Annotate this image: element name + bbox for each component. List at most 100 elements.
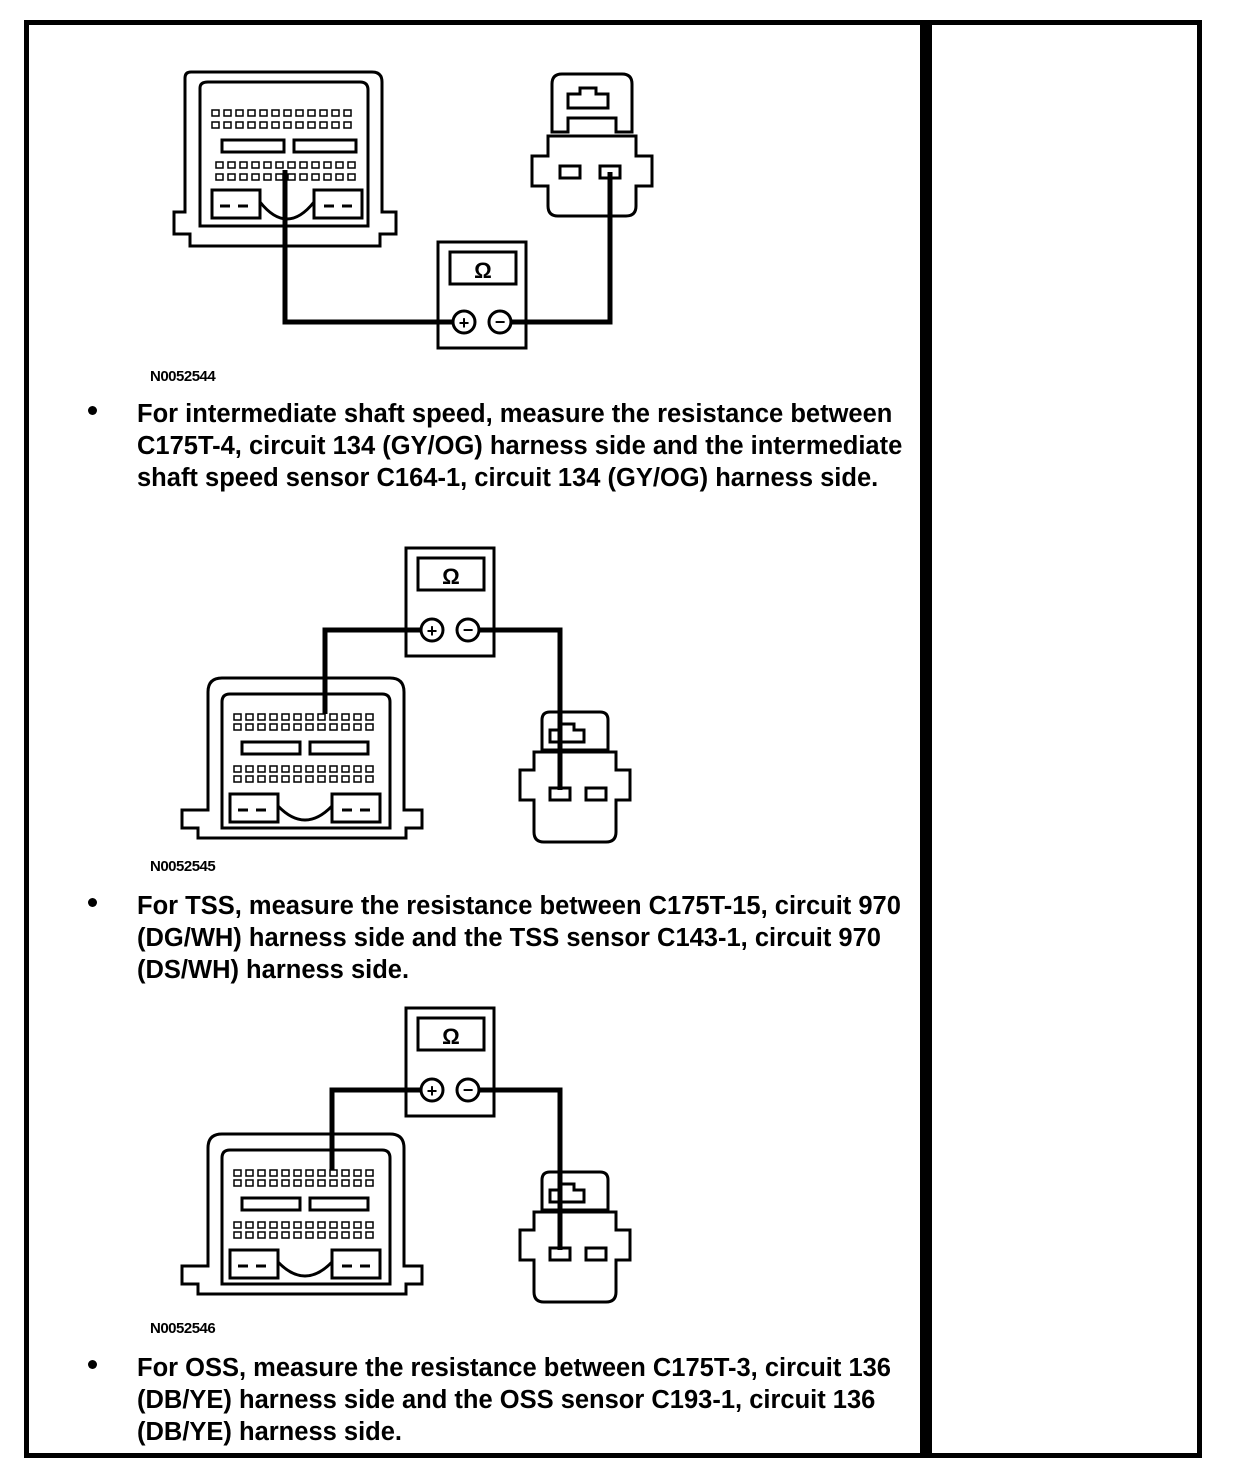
bullet-dot	[88, 406, 97, 415]
connector-pin	[269, 1179, 278, 1187]
connector-pin	[305, 1169, 314, 1177]
connector-pin	[271, 109, 280, 117]
connector-pin	[353, 765, 362, 773]
bullet-dot	[88, 1360, 97, 1369]
connector-pin	[341, 765, 350, 773]
sensor-connector-icon	[518, 710, 632, 844]
connector-pin	[233, 775, 242, 783]
minus-terminal: −	[495, 312, 506, 332]
connector-pin	[275, 173, 284, 181]
connector-pin	[323, 161, 332, 169]
figure-oss-diagram: Ω + −	[170, 1004, 660, 1314]
connector-pin	[233, 723, 242, 731]
connector-pin	[245, 765, 254, 773]
connector-pin	[299, 173, 308, 181]
plus-terminal: +	[427, 1081, 438, 1101]
ohm-symbol: Ω	[442, 1024, 460, 1049]
connector-pin	[233, 765, 242, 773]
connector-pin	[247, 121, 256, 129]
connector-pin	[275, 161, 284, 169]
connector-pin	[305, 775, 314, 783]
connector-pin	[319, 109, 328, 117]
connector-pin	[281, 723, 290, 731]
minus-terminal: −	[463, 1080, 474, 1100]
connector-pin	[305, 1179, 314, 1187]
figure-id: N0052546	[150, 1320, 216, 1337]
connector-pin	[287, 161, 296, 169]
connector-pin	[293, 1179, 302, 1187]
connector-pin	[341, 723, 350, 731]
connector-pin	[341, 775, 350, 783]
connector-pin	[245, 1221, 254, 1229]
connector-pin	[233, 1231, 242, 1239]
connector-pin	[211, 109, 220, 117]
connector-pin	[365, 775, 374, 783]
connector-pin	[295, 121, 304, 129]
connector-pin	[281, 1231, 290, 1239]
connector-pin	[235, 109, 244, 117]
connector-pin	[215, 161, 224, 169]
connector-pin	[353, 1169, 362, 1177]
connector-pin	[317, 723, 326, 731]
sensor-connector-icon	[530, 72, 654, 218]
connector-pin	[293, 1231, 302, 1239]
connector-pin	[329, 713, 338, 721]
connector-pin	[305, 723, 314, 731]
connector-pin	[331, 121, 340, 129]
connector-pin	[295, 109, 304, 117]
connector-pin	[311, 161, 320, 169]
connector-pin	[257, 723, 266, 731]
plus-terminal: +	[459, 313, 470, 333]
connector-pin	[335, 173, 344, 181]
connector-pin	[269, 775, 278, 783]
connector-pin	[347, 161, 356, 169]
ohm-symbol: Ω	[442, 564, 460, 589]
connector-pin	[233, 1179, 242, 1187]
connector-pin	[329, 1179, 338, 1187]
connector-pin	[305, 713, 314, 721]
connector-pin	[233, 713, 242, 721]
plus-terminal: +	[427, 621, 438, 641]
connector-pin	[343, 109, 352, 117]
connector-pin	[257, 713, 266, 721]
connector-pin	[365, 1169, 374, 1177]
figure-id: N0052545	[150, 858, 216, 875]
connector-pin	[251, 161, 260, 169]
connector-pin	[281, 1169, 290, 1177]
connector-pin	[317, 1179, 326, 1187]
connector-pin	[341, 1221, 350, 1229]
pcm-connector-icon	[180, 676, 424, 840]
connector-pin	[323, 173, 332, 181]
bullet-text: For intermediate shaft speed, measure th…	[137, 400, 903, 492]
connector-pin	[281, 713, 290, 721]
figure-tss-diagram: Ω + −	[170, 544, 660, 854]
connector-pin	[211, 121, 220, 129]
connector-pin	[239, 173, 248, 181]
ohmmeter-icon: Ω + −	[404, 1006, 496, 1118]
connector-pin	[293, 1169, 302, 1177]
connector-pin	[263, 173, 272, 181]
sensor-connector-icon	[518, 1170, 632, 1304]
document-frame	[24, 20, 1202, 1458]
connector-pin	[353, 775, 362, 783]
connector-pin	[257, 1221, 266, 1229]
figure-intermediate-shaft-diagram: Ω + −	[160, 66, 680, 356]
connector-pin	[269, 723, 278, 731]
connector-pin	[257, 1169, 266, 1177]
connector-pin	[269, 765, 278, 773]
connector-pin	[329, 1169, 338, 1177]
connector-pin	[215, 173, 224, 181]
connector-pin	[257, 775, 266, 783]
connector-pin	[335, 161, 344, 169]
ohm-symbol: Ω	[474, 258, 492, 283]
connector-pin	[305, 765, 314, 773]
connector-pin	[263, 161, 272, 169]
connector-pin	[341, 713, 350, 721]
connector-pin	[283, 109, 292, 117]
connector-pin	[353, 1231, 362, 1239]
connector-pin	[223, 121, 232, 129]
connector-pin	[341, 1169, 350, 1177]
connector-pin	[329, 765, 338, 773]
connector-pin	[317, 1221, 326, 1229]
connector-pin	[365, 1179, 374, 1187]
